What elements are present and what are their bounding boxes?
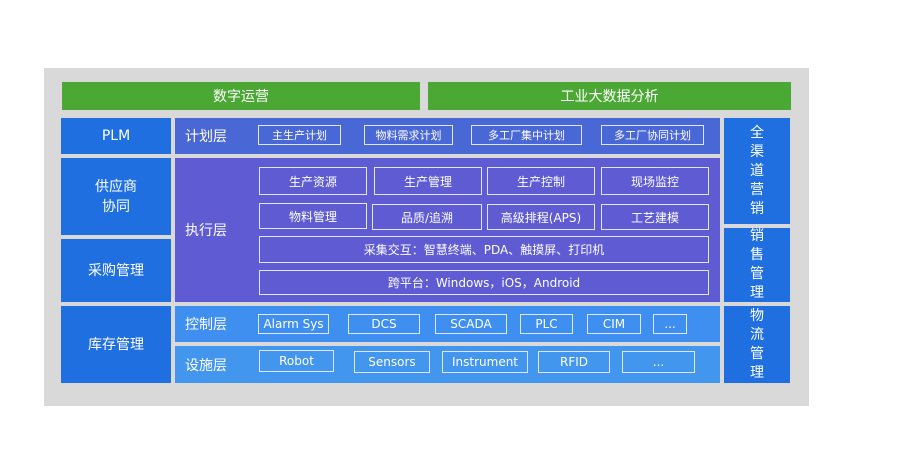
facility-item: ... xyxy=(622,351,695,373)
purchase-label: 采购管理 xyxy=(88,262,144,279)
logistics-box: 物流管理 xyxy=(724,306,790,383)
plm-label: PLM xyxy=(101,128,131,144)
digital-operations-bar: 数字运营 xyxy=(62,82,420,110)
exec-item: 生产控制 xyxy=(487,167,595,195)
sales-box: 销售管理 xyxy=(724,228,790,302)
sales-label: 销售管理 xyxy=(750,228,764,301)
exec-layer xyxy=(175,158,720,302)
plan-item: 主生产计划 xyxy=(258,125,341,145)
purchase-box: 采购管理 xyxy=(61,239,171,302)
plan-layer xyxy=(175,118,720,154)
control-layer-label: 控制层 xyxy=(185,317,227,333)
control-item: PLC xyxy=(520,314,573,334)
exec-item: 生产资源 xyxy=(259,167,367,195)
control-item: CIM xyxy=(587,314,641,334)
control-item: ... xyxy=(653,314,687,334)
exec-item: 物料管理 xyxy=(259,203,367,229)
inventory-box: 库存管理 xyxy=(61,306,171,383)
logistics-label: 物流管理 xyxy=(750,307,764,381)
plan-item: 多工厂集中计划 xyxy=(471,125,582,145)
supplier-collab-box: 供应商 协同 xyxy=(61,158,171,235)
inventory-label: 库存管理 xyxy=(88,336,144,353)
facility-item: Instrument xyxy=(442,351,528,373)
control-layer xyxy=(175,306,720,342)
exec-layer-label: 执行层 xyxy=(185,223,227,239)
facility-layer xyxy=(175,346,720,383)
plan-layer-label: 计划层 xyxy=(185,129,227,145)
exec-item: 高级排程(APS) xyxy=(487,204,595,230)
industrial-big-data-label: 工业大数据分析 xyxy=(560,89,659,105)
supplier-collab-line1: 供应商 xyxy=(95,178,137,195)
exec-item: 生产管理 xyxy=(374,167,482,195)
plm-box: PLM xyxy=(61,118,171,154)
control-item: DCS xyxy=(348,314,420,334)
plan-item: 物料需求计划 xyxy=(364,125,453,145)
digital-operations-label: 数字运营 xyxy=(213,89,269,105)
facility-item: Sensors xyxy=(354,351,430,373)
exec-item: 现场监控 xyxy=(601,167,709,195)
supplier-collab-line2: 协同 xyxy=(102,198,130,215)
cross-platform: 跨平台：Windows，iOS，Android xyxy=(259,270,709,295)
facility-item: Robot xyxy=(259,350,334,372)
facility-item: RFID xyxy=(538,351,610,373)
control-item: SCADA xyxy=(435,314,507,334)
industrial-big-data-bar: 工业大数据分析 xyxy=(428,82,791,110)
facility-layer-label: 设施层 xyxy=(185,357,227,374)
omnichannel-box: 全渠道营销 xyxy=(724,118,790,224)
collect-interaction: 采集交互：智慧终端、PDA、触摸屏、打印机 xyxy=(259,236,709,263)
omnichannel-label: 全渠道营销 xyxy=(750,124,764,217)
exec-item: 品质/追溯 xyxy=(372,204,482,230)
plan-item: 多工厂协同计划 xyxy=(601,125,704,145)
exec-item: 工艺建模 xyxy=(601,204,709,230)
control-item: Alarm Sys xyxy=(258,314,329,334)
